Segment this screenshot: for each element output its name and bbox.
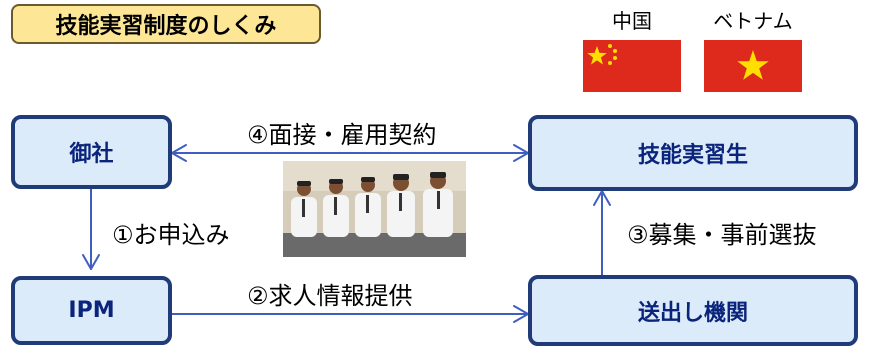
step1-label: ①お申込み bbox=[112, 221, 230, 249]
vietnam-flag-icon bbox=[704, 40, 802, 92]
china-flag-icon bbox=[583, 40, 681, 92]
flag-label-vietnam: ベトナム bbox=[713, 9, 793, 33]
trainee-box: 技能実習生 bbox=[528, 115, 858, 191]
flag-label-china: 中国 bbox=[612, 9, 652, 33]
ipm-box: IPM bbox=[11, 276, 172, 345]
step3-label: ③募集・事前選抜 bbox=[627, 221, 817, 249]
sending-agency-box: 送出し機関 bbox=[528, 275, 858, 346]
trainees-photo bbox=[283, 161, 466, 257]
page-title: 技能実習制度のしくみ bbox=[11, 4, 321, 44]
step4-label: ④面接・雇用契約 bbox=[247, 121, 437, 149]
company-box: 御社 bbox=[11, 115, 172, 189]
step2-label: ②求人情報提供 bbox=[247, 282, 413, 310]
